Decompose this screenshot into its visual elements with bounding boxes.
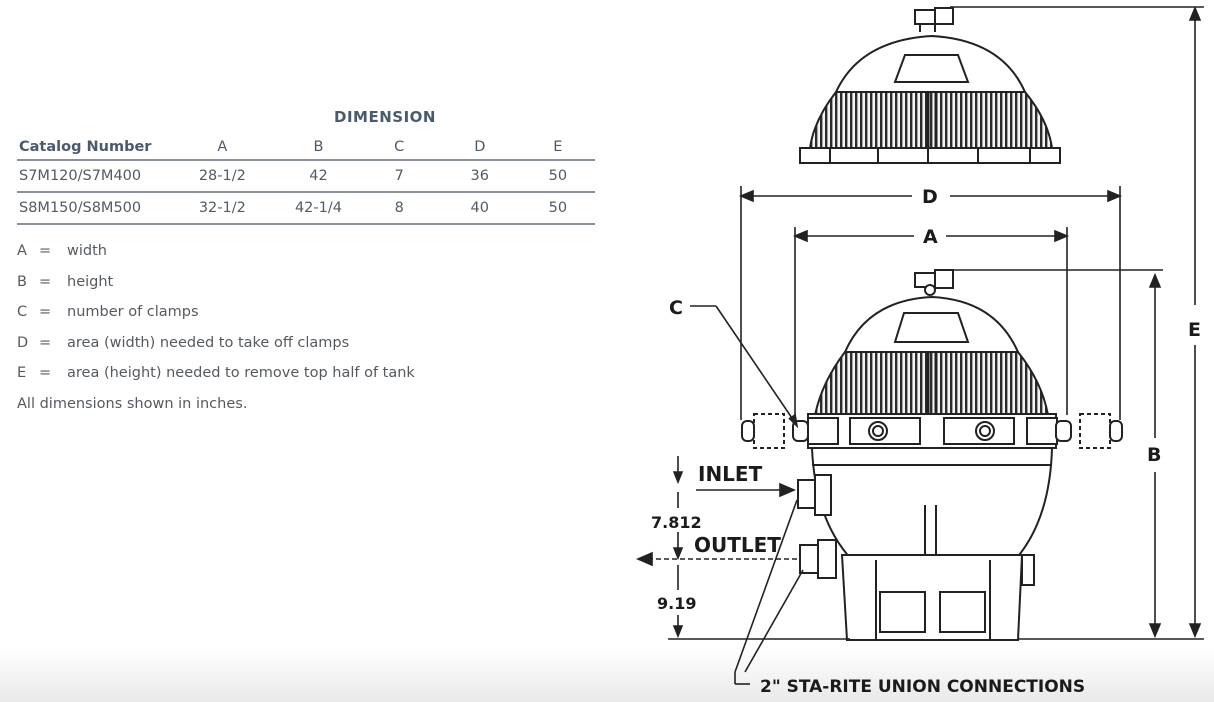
label-e: E bbox=[1188, 319, 1201, 341]
cell-a: 28-1/2 bbox=[167, 160, 278, 193]
base-window bbox=[939, 591, 986, 633]
legend-item: A = width bbox=[17, 240, 415, 271]
legend-eq: = bbox=[39, 243, 52, 259]
dimension-table: Catalog Number A B C D E S7M120/S7M400 2… bbox=[17, 134, 595, 225]
cell-b: 42-1/4 bbox=[277, 192, 360, 225]
legend-item: C = number of clamps bbox=[17, 301, 415, 332]
dimension-d bbox=[738, 186, 1123, 420]
cell-b: 42 bbox=[277, 160, 360, 193]
dome-ribs bbox=[813, 351, 1050, 416]
legend: A = width B = height C = number of clamps D = ar… bbox=[17, 240, 415, 415]
legend-key: D bbox=[17, 334, 29, 351]
dome-window bbox=[893, 54, 970, 83]
inlet-outlet-annotation bbox=[635, 456, 850, 640]
table-row: S7M120/S7M400 28-1/2 42 7 36 50 bbox=[17, 160, 595, 193]
legend-key: B bbox=[17, 273, 27, 290]
outlet-port bbox=[817, 539, 837, 579]
dimension-a bbox=[792, 227, 1070, 415]
cell-c: 8 bbox=[359, 192, 439, 225]
cell-e: 50 bbox=[520, 192, 595, 225]
clamp-knob bbox=[1055, 420, 1072, 442]
clamp-extended-right bbox=[1079, 413, 1111, 449]
legend-text: area (height) needed to remove top half … bbox=[67, 365, 415, 381]
valve-body bbox=[914, 9, 936, 25]
legend-eq: = bbox=[39, 365, 52, 381]
clamp-knob bbox=[1109, 420, 1123, 442]
header-a: A bbox=[167, 134, 278, 161]
cell-a: 32-1/2 bbox=[167, 192, 278, 225]
legend-eq: = bbox=[39, 273, 52, 290]
legend-item: D = area (width) needed to take off clamps bbox=[17, 332, 415, 363]
cell-d: 36 bbox=[438, 160, 521, 193]
table-row: S8M150/S8M500 32-1/2 42-1/4 8 40 50 bbox=[17, 192, 595, 225]
clamp bbox=[849, 417, 921, 445]
bottom-shade bbox=[0, 648, 1214, 702]
header-d: D bbox=[438, 134, 521, 161]
cell-catalog: S7M120/S7M400 bbox=[17, 160, 168, 193]
cell-d: 40 bbox=[438, 192, 521, 225]
header-catalog-number: Catalog Number bbox=[17, 134, 168, 161]
label-a: A bbox=[923, 226, 938, 248]
clamp-extended-left bbox=[753, 413, 785, 449]
label-outlet: OUTLET bbox=[694, 533, 781, 557]
label-c: C bbox=[669, 297, 683, 319]
legend-text: width bbox=[67, 243, 107, 259]
callout-c bbox=[690, 305, 799, 429]
legend-eq: = bbox=[39, 334, 52, 351]
clamp bbox=[1026, 417, 1058, 445]
table-header-row: Catalog Number A B C D E bbox=[17, 134, 595, 161]
drain-plug bbox=[1021, 554, 1035, 586]
outlet-union bbox=[799, 544, 819, 574]
dimension-b bbox=[948, 269, 1163, 639]
label-b: B bbox=[1147, 444, 1161, 466]
legend-text: number of clamps bbox=[67, 304, 199, 320]
dim-7812: 7.812 bbox=[651, 513, 702, 532]
label-inlet: INLET bbox=[698, 462, 763, 486]
legend-item: B = height bbox=[17, 271, 415, 302]
dimension-e bbox=[950, 5, 1204, 640]
dome-ribs bbox=[808, 91, 1054, 149]
inlet-union bbox=[797, 479, 816, 509]
header-b: B bbox=[277, 134, 360, 161]
callout-connections bbox=[734, 499, 804, 685]
tank-base bbox=[840, 554, 1024, 641]
legend-key: E bbox=[17, 365, 27, 381]
cell-c: 7 bbox=[359, 160, 439, 193]
clamp-knob bbox=[741, 420, 755, 442]
dome-window bbox=[893, 312, 970, 343]
tank-top-half bbox=[799, 7, 1061, 164]
tank-rim bbox=[799, 147, 1061, 164]
footnote: All dimensions shown in inches. bbox=[17, 395, 248, 412]
base-window bbox=[879, 591, 926, 633]
label-connections: 2" STA-RITE UNION CONNECTIONS bbox=[760, 677, 1085, 697]
legend-item: E = area (height) needed to remove top hal… bbox=[17, 362, 415, 393]
header-e: E bbox=[520, 134, 595, 161]
legend-key: C bbox=[17, 304, 28, 320]
dimension-title: DIMENSION bbox=[334, 108, 436, 126]
legend-key: A bbox=[17, 243, 27, 259]
legend-text: height bbox=[67, 273, 114, 290]
clamp-ring bbox=[807, 413, 1057, 449]
legend-text: area (width) needed to take off clamps bbox=[67, 334, 350, 351]
header-c: C bbox=[359, 134, 439, 161]
legend-eq: = bbox=[39, 304, 52, 320]
label-d: D bbox=[922, 186, 938, 208]
cell-catalog: S8M150/S8M500 bbox=[17, 192, 168, 225]
inlet-port bbox=[814, 474, 832, 516]
dim-919: 9.19 bbox=[657, 594, 696, 613]
clamp bbox=[807, 417, 839, 445]
tank-assembled bbox=[741, 269, 1123, 641]
cell-e: 50 bbox=[520, 160, 595, 193]
